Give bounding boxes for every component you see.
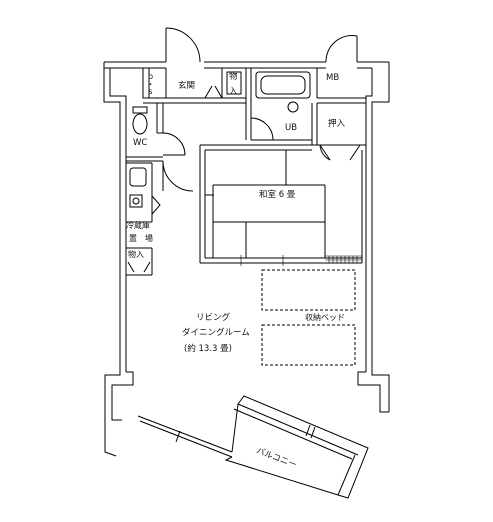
storage-entrance-label-top: 物 [229,72,238,82]
ldk-label-line2: ダイニングルーム [182,328,250,338]
oshiire-label: 押入 [328,119,346,129]
fridge-label-bottom: 置 場 [129,234,153,243]
ldk-label-line3: (約 13.3 畳) [184,344,232,354]
storage-entrance-label-bottom: 入 [229,87,238,97]
outer-walls [103,61,390,457]
ldk-label-line1: リビング [196,313,231,323]
tatami-mats [212,150,326,258]
storage-kitchen-label: 物入 [128,250,144,259]
ub-label: UB [285,123,298,133]
storage-bed [261,269,356,366]
ps-label: p・s [146,72,155,95]
wc-label: WC [133,138,148,148]
fridge-label-top: 冷蔵庫 [126,221,150,230]
entrance-label: 玄関 [178,81,196,91]
washitsu-label: 和室 6 畳 [259,190,296,200]
storage-bed-label: 収納ベッド [305,313,345,322]
mb-label: MB [326,73,340,83]
sliding-door-track [240,255,362,266]
fixtures [129,71,311,215]
interior-walls [126,67,366,276]
balcony [137,395,369,499]
doors [127,27,361,273]
